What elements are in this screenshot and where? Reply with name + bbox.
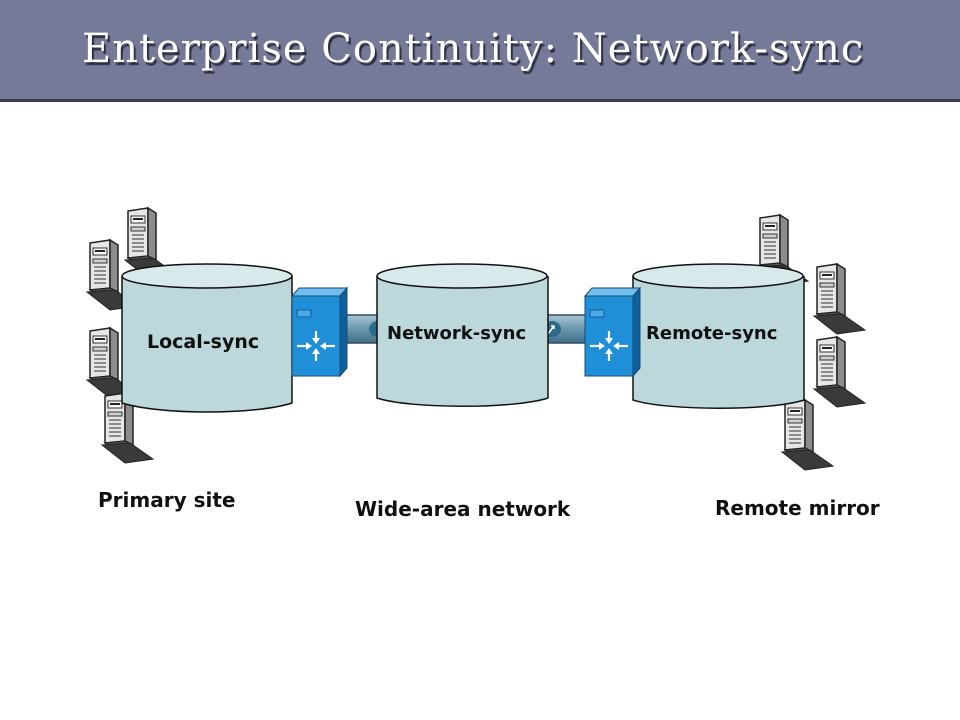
local-sync-cylinder xyxy=(121,263,293,413)
slide-title: Enterprise Continuity: Network-sync xyxy=(82,26,865,72)
remote-mirror-label: Remote mirror xyxy=(715,496,880,520)
server-icon xyxy=(813,263,866,335)
server-icon xyxy=(813,336,866,408)
remote-sync-label: Remote-sync xyxy=(646,323,778,344)
local-sync-label: Local-sync xyxy=(147,331,260,353)
router-icon xyxy=(583,286,642,378)
title-bar: Enterprise Continuity: Network-sync xyxy=(0,0,960,102)
network-sync-label: Network-sync xyxy=(387,323,527,344)
router-icon xyxy=(290,286,349,378)
primary-site-label: Primary site xyxy=(98,488,236,512)
remote-sync-cylinder xyxy=(632,263,805,409)
server-icon xyxy=(781,399,834,471)
network-sync-cylinder xyxy=(376,263,549,407)
wide-area-network-label: Wide-area network xyxy=(355,497,571,521)
